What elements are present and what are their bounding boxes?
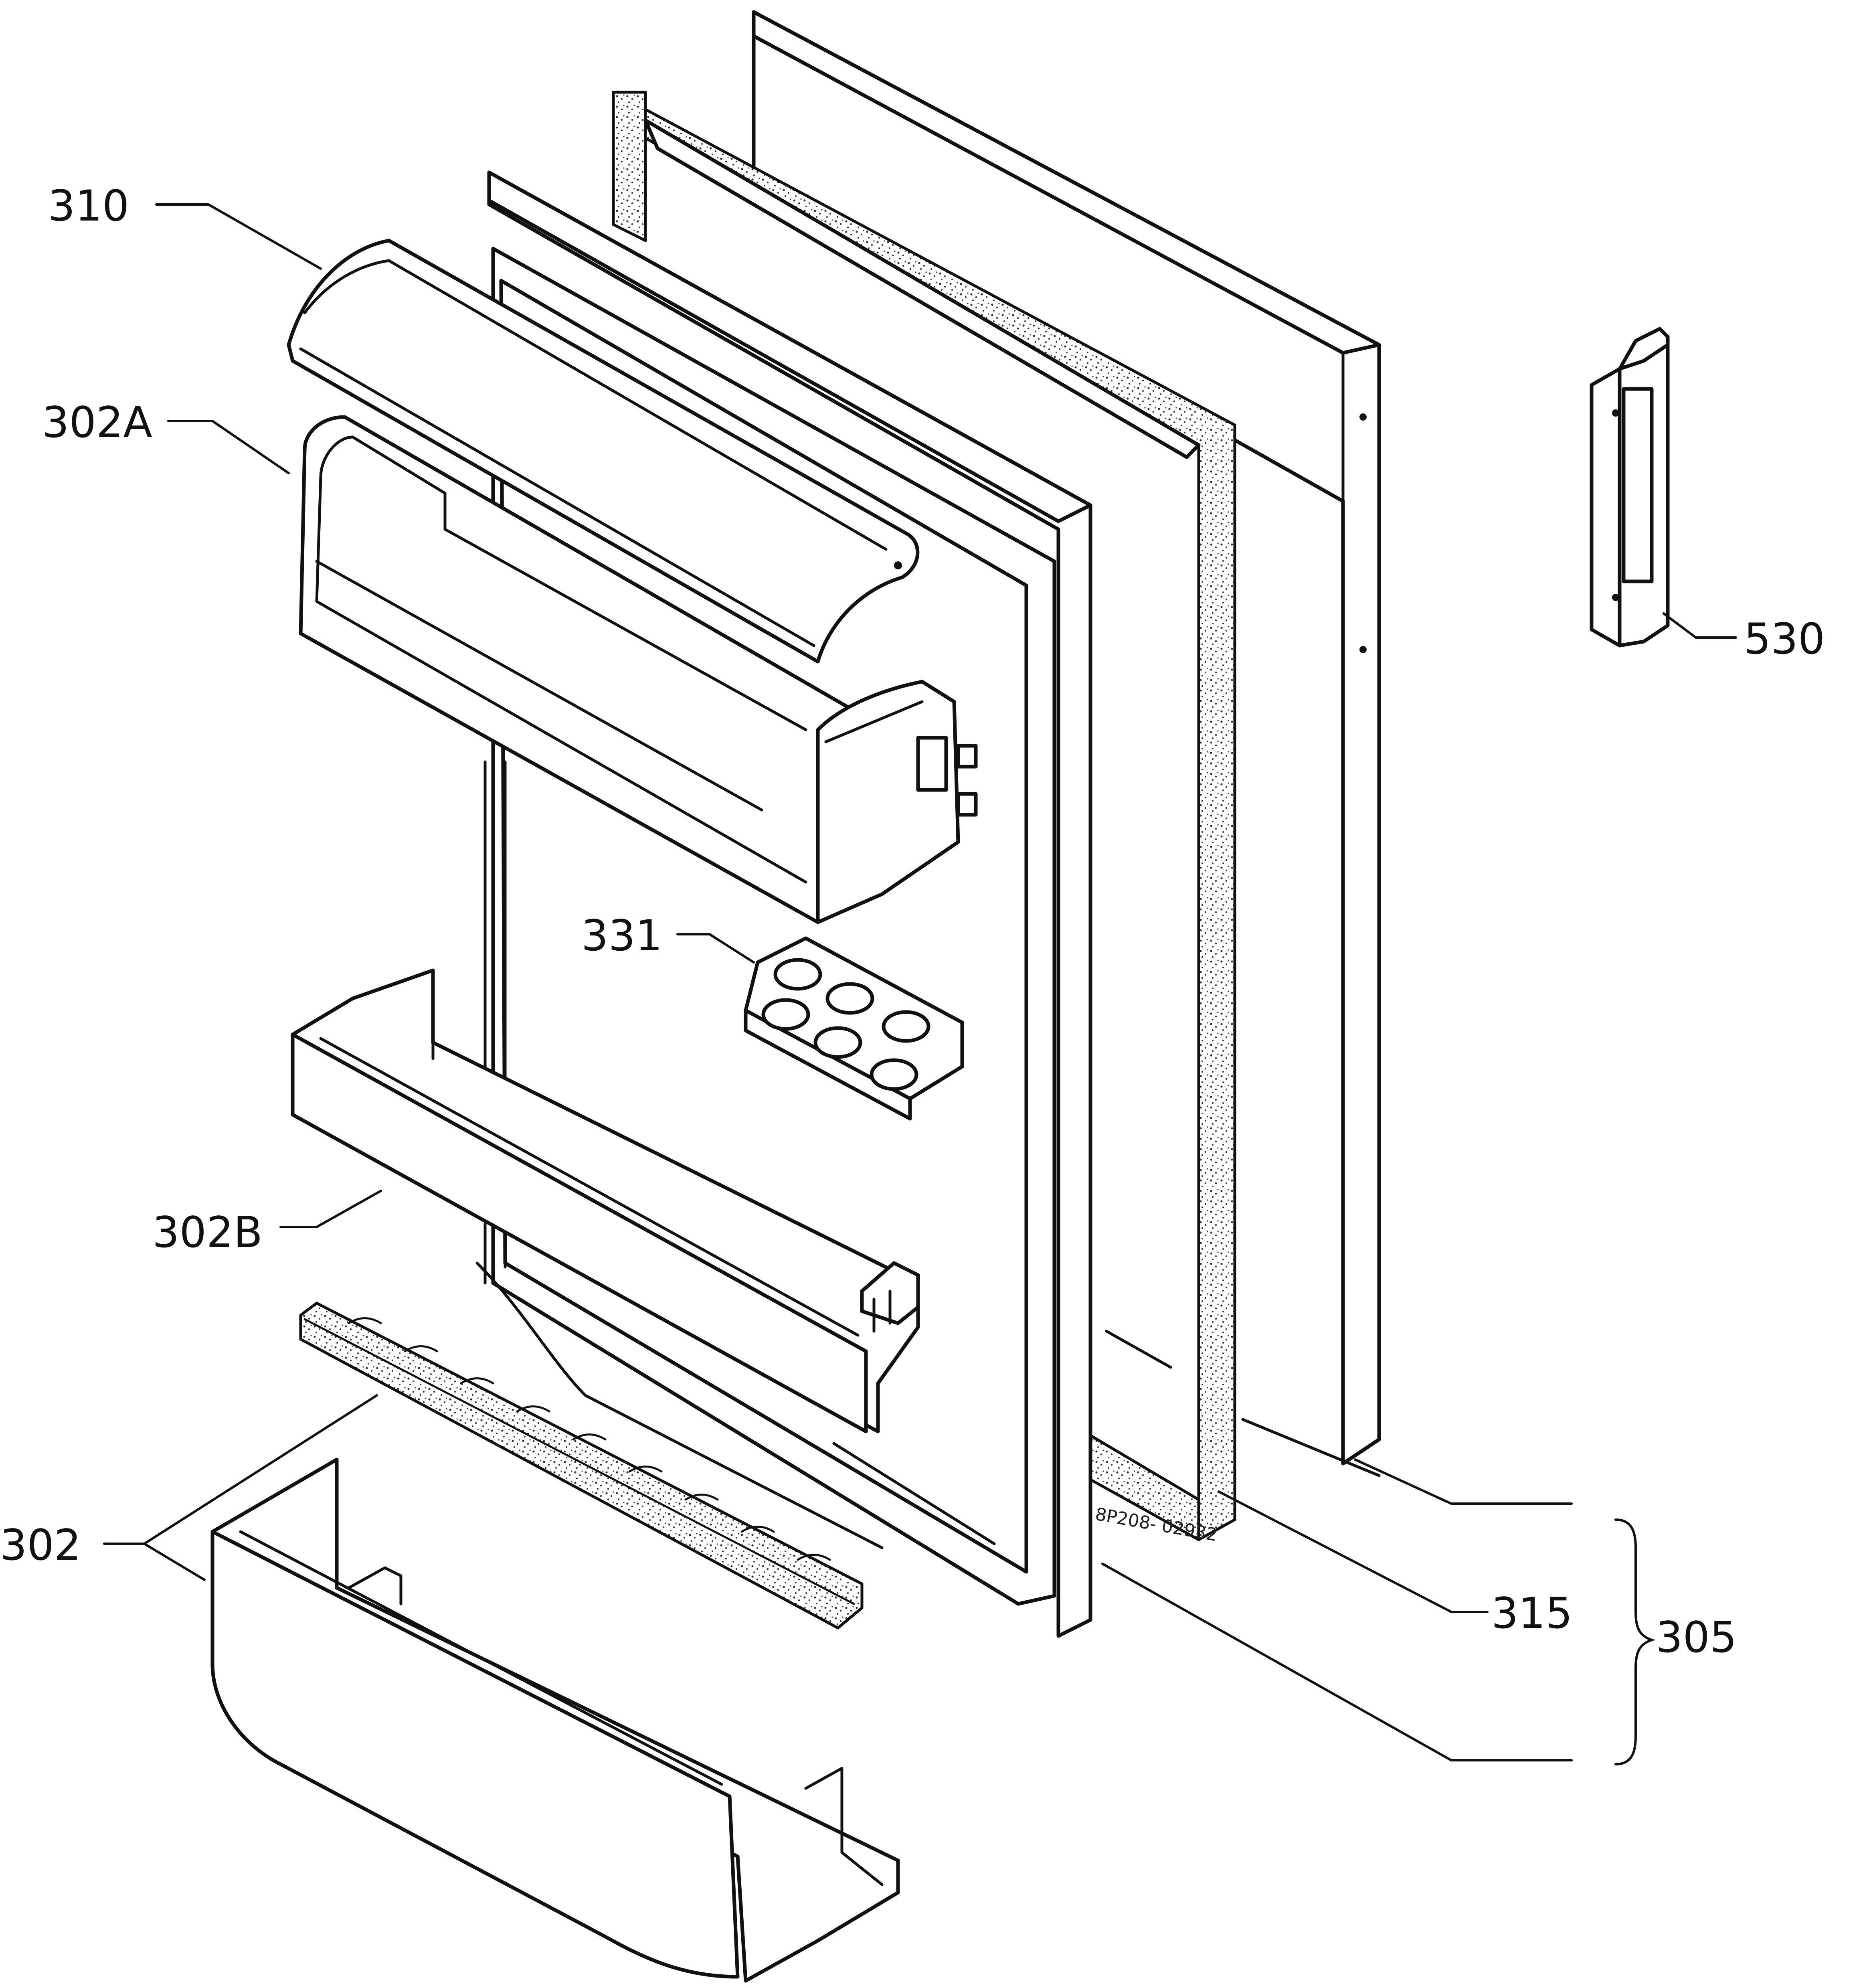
callout-331: 331 xyxy=(581,911,662,960)
bottle-retainer-bar xyxy=(299,1302,864,1630)
door-handle xyxy=(1590,327,1670,648)
egg-tray xyxy=(744,936,964,1121)
middle-door-shelf xyxy=(291,968,920,1433)
callout-310: 310 xyxy=(48,181,129,231)
callout-302a: 302A xyxy=(42,398,152,447)
door-gasket xyxy=(612,91,1236,1541)
callout-315: 315 xyxy=(1491,1589,1572,1638)
group-brace-305 xyxy=(1614,1518,1656,1765)
callout-305: 305 xyxy=(1656,1613,1737,1662)
bottom-bottle-shelf xyxy=(210,1458,900,1983)
upper-door-shelf xyxy=(299,415,978,924)
callout-530: 530 xyxy=(1744,614,1825,664)
leader-lines xyxy=(103,203,1737,1761)
callout-302b: 302B xyxy=(152,1208,263,1257)
dairy-flap-lid xyxy=(287,239,920,664)
callout-302: 302 xyxy=(0,1520,81,1570)
